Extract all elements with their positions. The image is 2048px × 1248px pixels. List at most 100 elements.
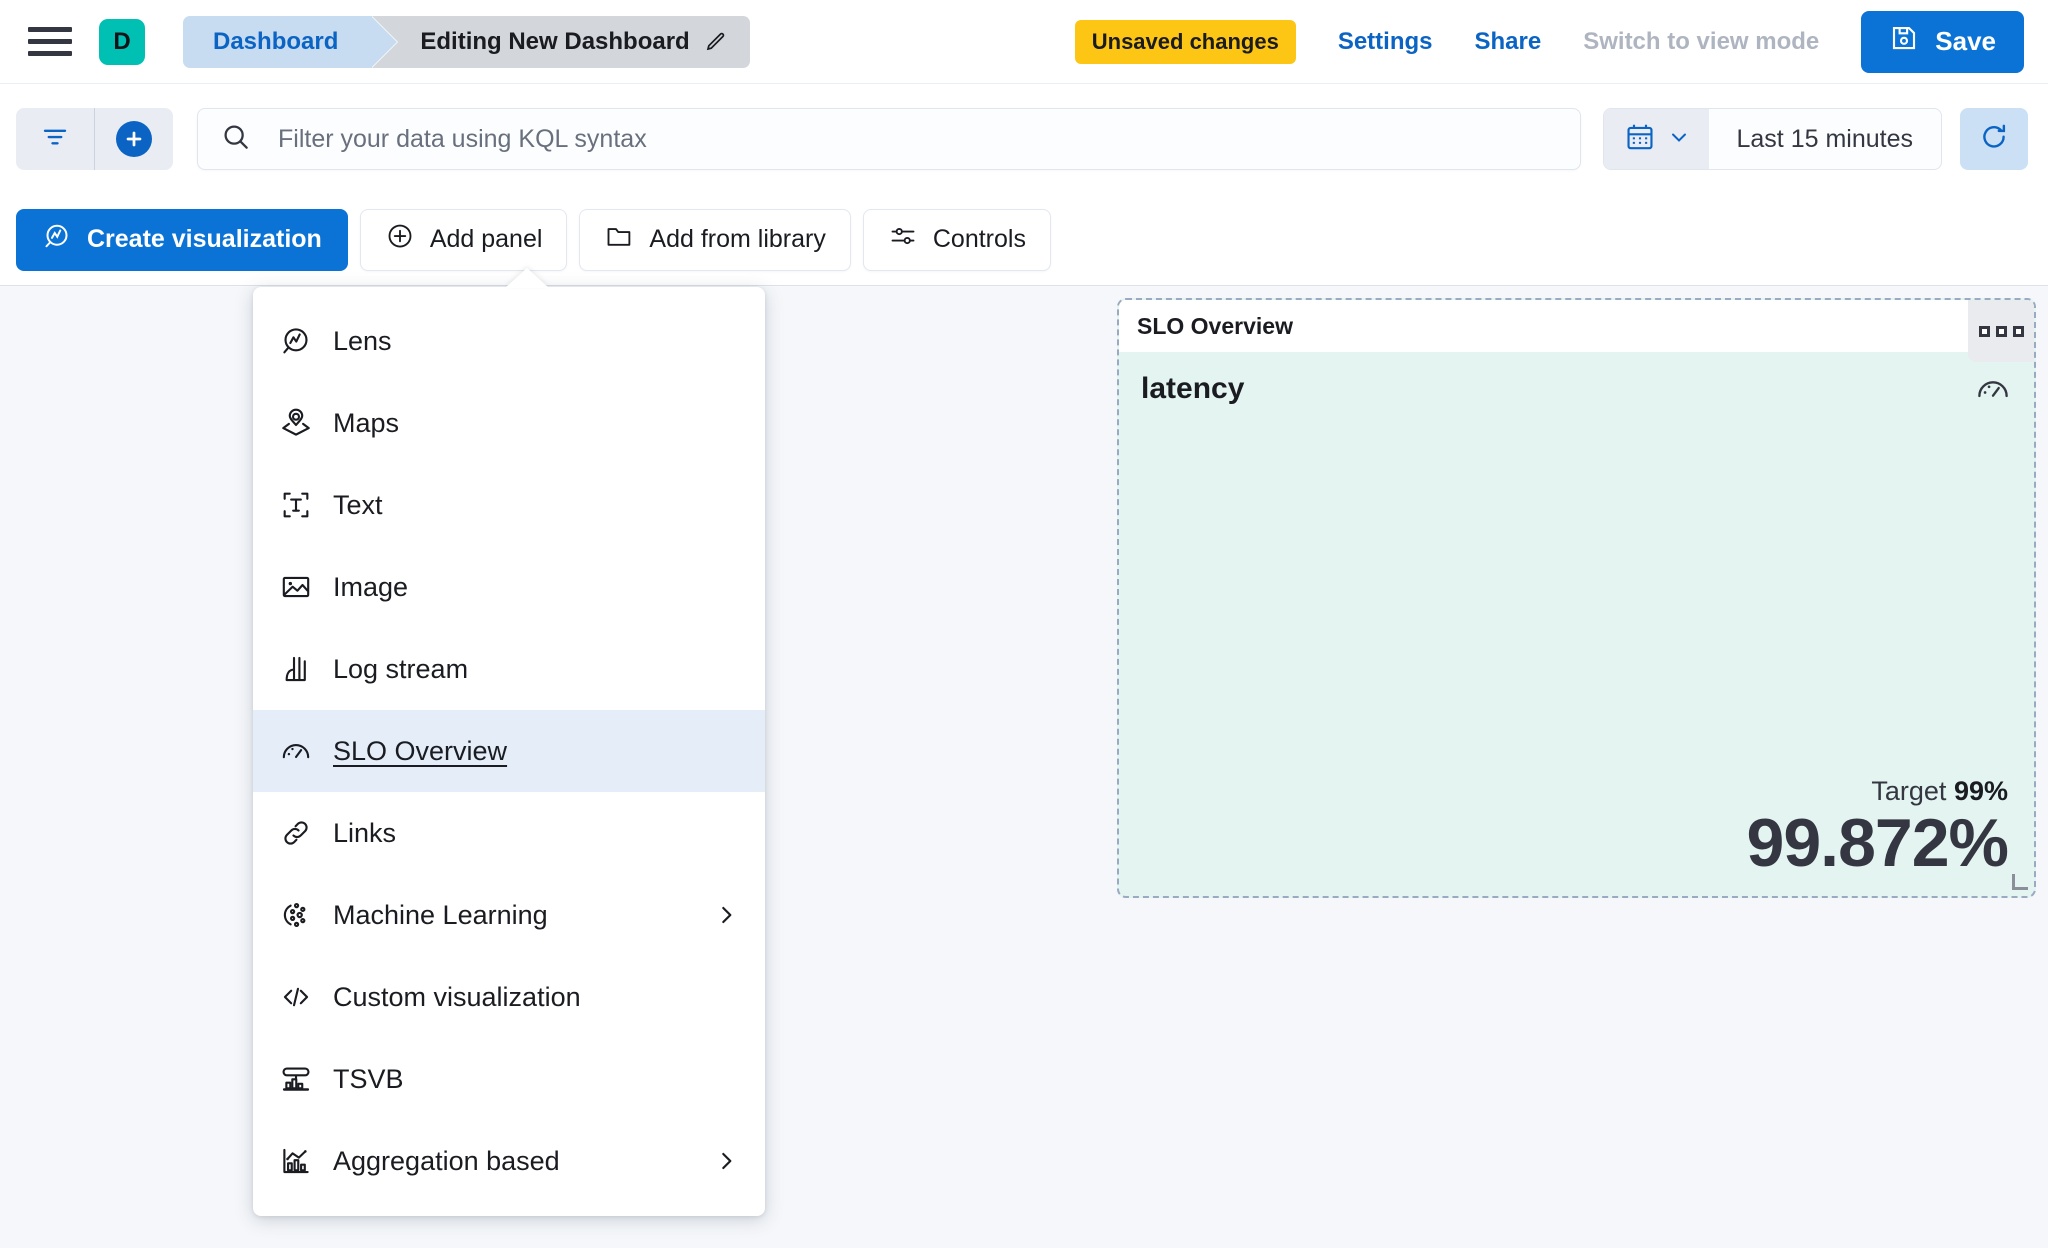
menu-item-text[interactable]: Text bbox=[253, 464, 765, 546]
slo-target-value: 99% bbox=[1953, 775, 2008, 806]
dashboard-panel-slo-overview[interactable]: SLO Overview latency Target 99% 99.872% bbox=[1117, 298, 2036, 898]
add-from-library-button[interactable]: Add from library bbox=[579, 208, 851, 271]
add-panel-button[interactable]: Add panel bbox=[359, 208, 568, 271]
slo-name: latency bbox=[1141, 372, 1245, 405]
breadcrumb-label: Dashboard bbox=[213, 27, 339, 55]
menu-item-tsvb[interactable]: TSVB bbox=[253, 1038, 765, 1120]
menu-item-log-stream[interactable]: Log stream bbox=[253, 628, 765, 710]
create-visualization-label: Create visualization bbox=[87, 225, 322, 253]
popover-arrow bbox=[505, 268, 549, 288]
menu-item-label: Custom visualization bbox=[333, 981, 581, 1012]
menu-item-links[interactable]: Links bbox=[253, 792, 765, 874]
divider bbox=[94, 108, 95, 170]
menu-item-label: Links bbox=[333, 817, 397, 848]
search-input-wrapper[interactable] bbox=[197, 108, 1581, 170]
three-dots-icon bbox=[1978, 325, 1990, 337]
menu-item-label: Image bbox=[333, 571, 409, 602]
date-quick-select-button[interactable] bbox=[1603, 109, 1709, 169]
filter-button-group bbox=[16, 108, 173, 170]
menu-item-maps[interactable]: Maps bbox=[253, 382, 765, 464]
text-icon bbox=[279, 488, 313, 522]
panel-context-menu-button[interactable] bbox=[1968, 300, 2034, 362]
plus-circle-outline-icon bbox=[385, 221, 415, 258]
slo-sli-value: 99.872% bbox=[1746, 804, 2009, 881]
agg-chart-icon bbox=[279, 1144, 313, 1178]
log-stream-icon bbox=[279, 652, 313, 686]
menu-item-label: Log stream bbox=[333, 653, 469, 684]
controls-label: Controls bbox=[932, 225, 1026, 253]
menu-item-label: Lens bbox=[333, 325, 392, 356]
maps-icon bbox=[279, 406, 313, 440]
menu-item-aggregation-based[interactable]: Aggregation based bbox=[253, 1120, 765, 1202]
avatar-letter: D bbox=[113, 27, 131, 55]
app-header: D Dashboard Editing New Dashboard Unsave… bbox=[0, 0, 2048, 84]
chevron-right-icon bbox=[713, 1148, 739, 1174]
menu-item-label: Maps bbox=[333, 407, 400, 438]
menu-item-lens[interactable]: Lens bbox=[253, 300, 765, 382]
lens-icon bbox=[42, 221, 72, 258]
settings-link[interactable]: Settings bbox=[1337, 27, 1433, 55]
panel-resize-handle[interactable] bbox=[2012, 874, 2028, 890]
ml-icon bbox=[279, 898, 313, 932]
query-bar: Last 15 minutes bbox=[0, 84, 2048, 194]
chevron-down-icon bbox=[1667, 125, 1691, 154]
date-picker: Last 15 minutes bbox=[1602, 108, 1942, 170]
switch-to-view-mode-link[interactable]: Switch to view mode bbox=[1583, 27, 1820, 55]
image-icon bbox=[279, 570, 313, 604]
menu-item-label: SLO Overview bbox=[333, 735, 508, 766]
three-dots-icon bbox=[2012, 325, 2024, 337]
code-icon bbox=[279, 980, 313, 1014]
menu-item-machine-learning[interactable]: Machine Learning bbox=[253, 874, 765, 956]
folder-icon bbox=[604, 221, 634, 258]
menu-item-slo-overview[interactable]: SLO Overview bbox=[253, 710, 765, 792]
menu-item-custom-visualization[interactable]: Custom visualization bbox=[253, 956, 765, 1038]
refresh-icon bbox=[1978, 121, 2010, 158]
search-input[interactable] bbox=[278, 124, 1558, 154]
filter-icon bbox=[40, 122, 70, 157]
breadcrumb-item-dashboard[interactable]: Dashboard bbox=[183, 15, 398, 68]
save-button[interactable]: Save bbox=[1861, 10, 2024, 73]
share-link[interactable]: Share bbox=[1474, 27, 1542, 55]
pencil-icon[interactable] bbox=[704, 30, 728, 54]
plus-circle-icon bbox=[116, 121, 152, 157]
refresh-button[interactable] bbox=[1960, 108, 2028, 170]
slo-stats: Target 99% 99.872% bbox=[1746, 776, 2009, 881]
lens-icon bbox=[279, 324, 313, 358]
status-badge-unsaved: Unsaved changes bbox=[1074, 19, 1296, 64]
calendar-icon bbox=[1624, 121, 1656, 158]
avatar[interactable]: D bbox=[99, 18, 145, 65]
add-from-library-label: Add from library bbox=[649, 225, 826, 253]
slo-target: Target 99% bbox=[1747, 776, 2008, 807]
chevron-right-icon bbox=[713, 902, 739, 928]
menu-item-label: Machine Learning bbox=[333, 899, 548, 930]
slo-target-prefix: Target bbox=[1871, 775, 1947, 806]
breadcrumb: Dashboard Editing New Dashboard bbox=[183, 15, 750, 68]
panel-title: SLO Overview bbox=[1137, 312, 1293, 339]
floppy-disk-icon bbox=[1889, 23, 1919, 60]
menu-item-image[interactable]: Image bbox=[253, 546, 765, 628]
gauge-icon bbox=[279, 734, 313, 768]
breadcrumb-item-editing[interactable]: Editing New Dashboard bbox=[372, 15, 750, 68]
add-filter-button[interactable] bbox=[95, 108, 173, 170]
controls-icon bbox=[888, 221, 918, 258]
search-icon bbox=[220, 121, 252, 158]
filter-options-button[interactable] bbox=[16, 108, 94, 170]
controls-button[interactable]: Controls bbox=[862, 208, 1051, 271]
menu-item-label: Aggregation based bbox=[333, 1145, 560, 1176]
link-icon bbox=[279, 816, 313, 850]
header-actions: Unsaved changes Settings Share Switch to… bbox=[1074, 10, 2024, 73]
create-visualization-button[interactable]: Create visualization bbox=[16, 208, 348, 271]
panel-body: latency Target 99% 99.872% bbox=[1119, 352, 2034, 896]
panel-header: SLO Overview bbox=[1119, 300, 2034, 362]
gauge-icon bbox=[1974, 370, 2012, 413]
dashboard-toolbar: Create visualization Add panel Add from … bbox=[0, 194, 2048, 286]
save-button-label: Save bbox=[1935, 26, 1996, 56]
menu-item-label: TSVB bbox=[333, 1063, 404, 1094]
breadcrumb-label: Editing New Dashboard bbox=[420, 27, 690, 55]
three-dots-icon bbox=[1995, 325, 2007, 337]
time-range-label[interactable]: Last 15 minutes bbox=[1736, 124, 1914, 153]
tsvb-icon bbox=[279, 1062, 313, 1096]
menu-item-label: Text bbox=[333, 489, 383, 520]
hamburger-icon[interactable] bbox=[28, 20, 72, 64]
